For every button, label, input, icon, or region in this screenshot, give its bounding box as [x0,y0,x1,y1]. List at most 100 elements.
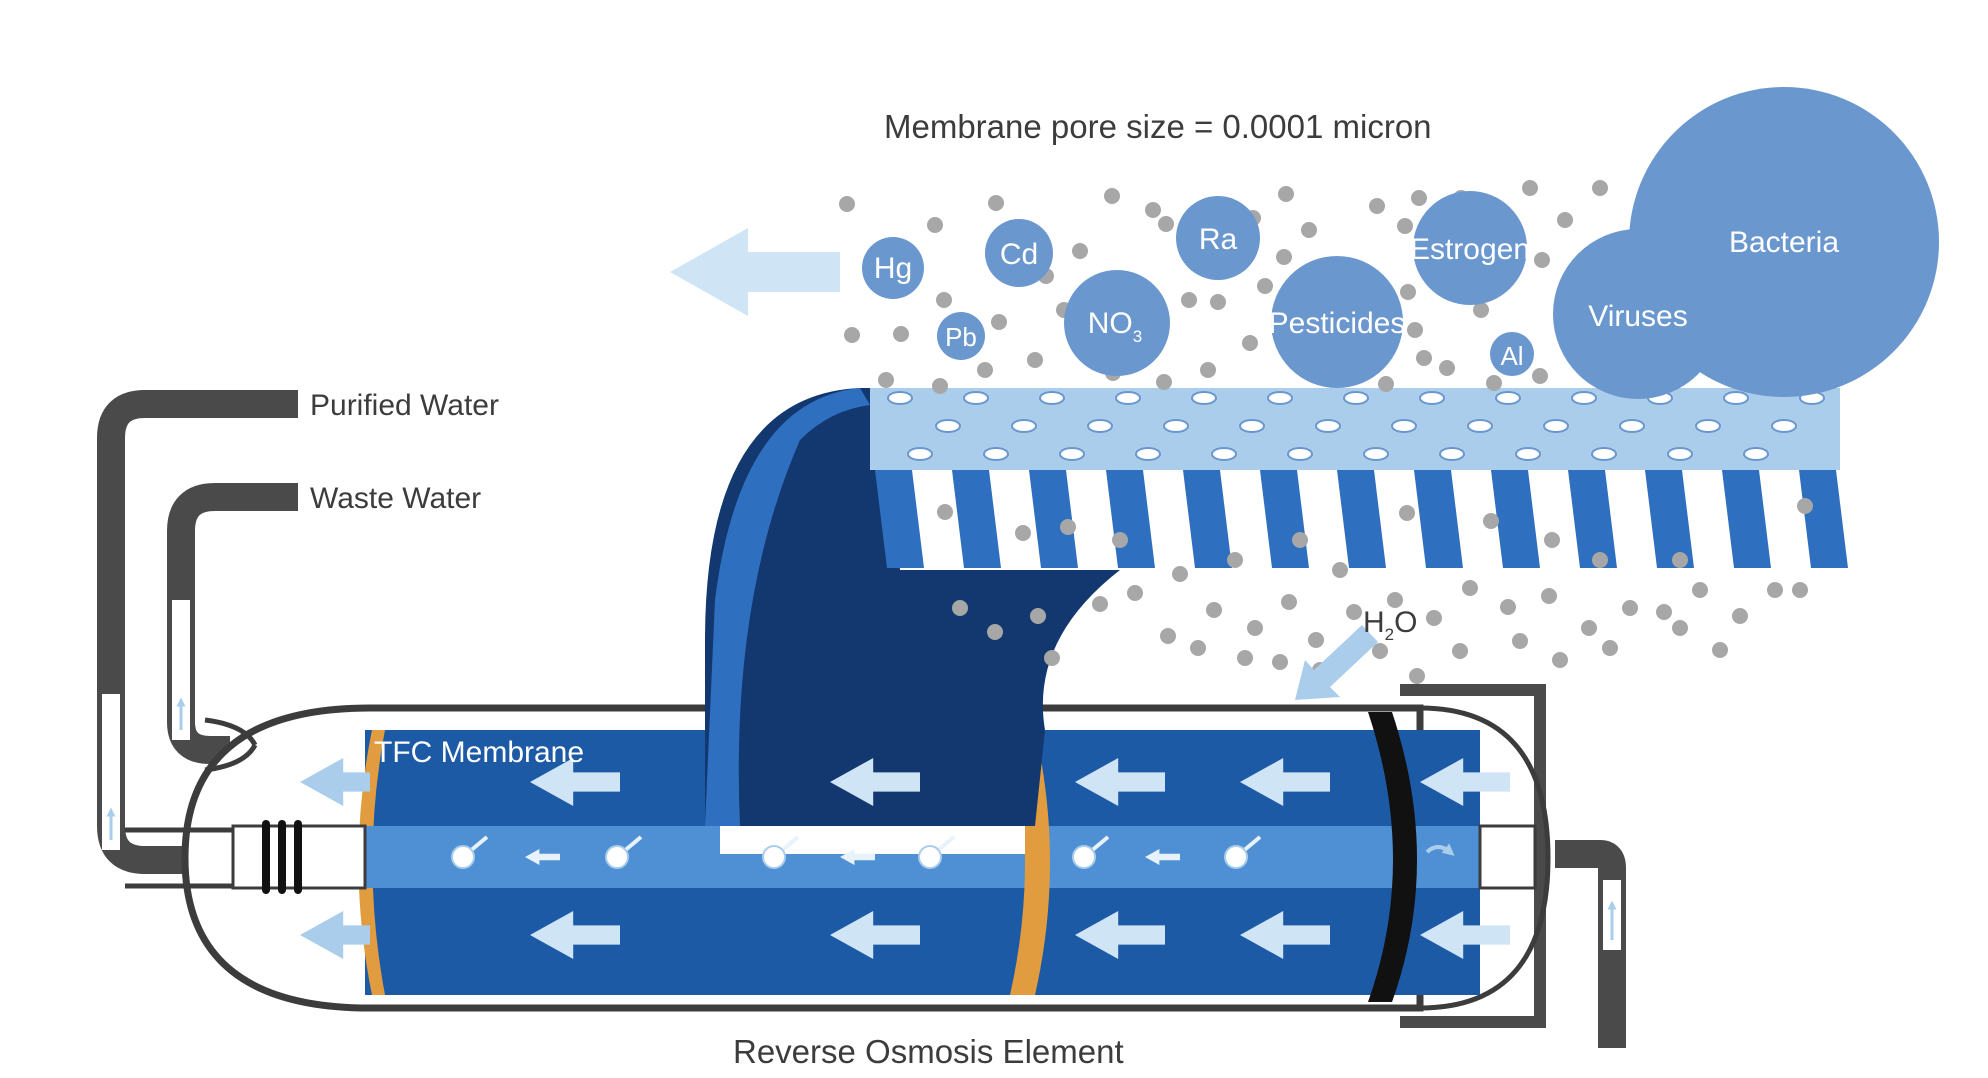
particle-dot [1656,604,1672,620]
pore-hole [1087,419,1113,433]
particle-dot [1557,212,1573,228]
particle-dot [1672,552,1688,568]
particle-dot [1399,505,1415,521]
flow-arrow [300,758,370,806]
pore-channel [1220,470,1260,568]
pore-hole [1495,391,1521,405]
particle-dot [1247,620,1263,636]
flow-arrow [530,911,620,959]
pore-hole [1723,391,1749,405]
particle-dot [1552,652,1568,668]
particle-dot [1473,302,1489,318]
particle-dot [1072,243,1088,259]
flow-arrow [300,911,370,959]
contaminant-no3 [1064,270,1170,376]
particle-dot [1532,368,1548,384]
pore-wall [1029,470,1078,568]
pore-hole [1667,447,1693,461]
pore-wall [1414,470,1463,568]
pore-hole [1059,447,1085,461]
particle-dot [1272,654,1288,670]
particle-dot [1622,600,1638,616]
contaminant-pesticides [1271,256,1403,388]
flow-arrow [1420,911,1510,959]
ra-label: Ra [1199,223,1238,256]
particle-dot [1452,643,1468,659]
particle-dot [1156,374,1172,390]
particle-dot [1200,362,1216,378]
pore-hole [1011,419,1037,433]
pore-channel [1066,470,1106,568]
pore-wall [1722,470,1771,568]
water-molecule [762,845,786,869]
particle-dot [1242,335,1258,351]
particle-dot [1592,552,1608,568]
pore-channel [1374,470,1414,568]
particle-dot [878,372,894,388]
pore-hole [1239,419,1265,433]
particle-dot [1210,294,1226,310]
estrogen-label: Estrogen [1410,233,1530,266]
flow-arrow [830,911,920,959]
pore-hole [1163,419,1189,433]
particle-dot [1411,190,1427,206]
contaminant-al [1490,332,1534,376]
flow-arrow [1240,911,1330,959]
contaminant-pb [937,312,985,360]
pore-hole [1543,419,1569,433]
h2o-arrow [1295,625,1378,700]
pore-hole [983,447,1009,461]
contaminants [862,87,1939,399]
particle-dot [1522,180,1538,196]
particle-dot [1397,218,1413,234]
pore-hole [907,447,933,461]
flow-arrow [1240,758,1330,806]
particle-dot [1292,532,1308,548]
particle-dot [1206,602,1222,618]
particle-dot [932,378,948,394]
particle-dot [1541,588,1557,604]
flow-arrow [1075,911,1165,959]
cd-label: Cd [1000,238,1038,271]
pore-hole [1363,447,1389,461]
pore-hole [1211,447,1237,461]
particle-dot [1332,562,1348,578]
particle-dot [991,314,1007,330]
element-label: Reverse Osmosis Element [733,1033,1124,1070]
particle-dot [1378,376,1394,392]
particle-dot [987,624,1003,640]
waste-water-pipe [167,483,298,764]
particle-dot [1439,360,1455,376]
particle-dot [1407,322,1423,338]
pore-hole [963,391,989,405]
pore-channel [1451,470,1491,568]
particle-dot [1104,188,1120,204]
hg-label: Hg [874,252,912,285]
pore-size-title: Membrane pore size = 0.0001 micron [884,108,1432,145]
particle-dot [893,326,909,342]
pore-wall [1645,470,1694,568]
pore-hole [1191,391,1217,405]
pipes [97,390,1626,1048]
pore-channel [1836,470,1876,568]
pore-channel [1682,470,1722,568]
pore-hole [1467,419,1493,433]
particle-dot [839,196,855,212]
particle-dot [1581,620,1597,636]
contaminant-bacteria [1629,87,1939,397]
brine-seal [1368,712,1417,1002]
particle-dot [1462,580,1478,596]
pore-wall [952,470,1001,568]
tfc-membrane-label: TFC Membrane [374,736,584,769]
particle-dot [1276,249,1292,265]
particle-dot [1181,292,1197,308]
particle-dot [1409,668,1425,684]
pore-channel [1605,470,1645,568]
water-molecule [605,845,629,869]
pore-wall [1337,470,1386,568]
particle-dot [1030,608,1046,624]
pore-hole [887,391,913,405]
purified-water-pipe [97,390,298,874]
pore-hole [1591,447,1617,461]
